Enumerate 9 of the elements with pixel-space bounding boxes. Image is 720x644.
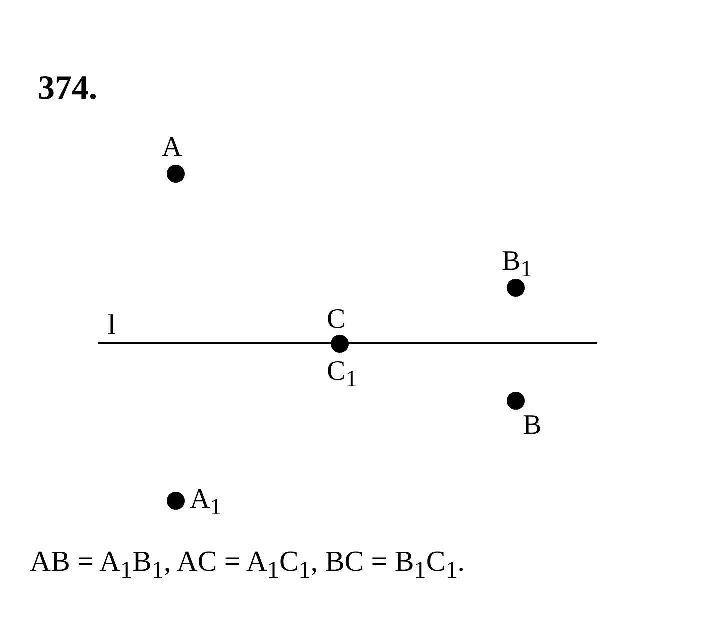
point-label: C$_{1}$	[327, 358, 358, 392]
problem-number: 374.	[38, 72, 98, 106]
point-label: A$_{1}$	[190, 486, 222, 520]
point-label: B	[523, 412, 542, 440]
point-label: A	[162, 134, 182, 162]
equality-statement: AB = A$_{1}$B$_{1}$, AC = A$_{1}$C$_{1}$, BC = B$_{1}$C$_{1}$.	[30, 548, 466, 583]
line-label: l	[108, 312, 116, 340]
point-label: C	[327, 306, 346, 334]
point-label: B$_{1}$	[502, 248, 532, 282]
